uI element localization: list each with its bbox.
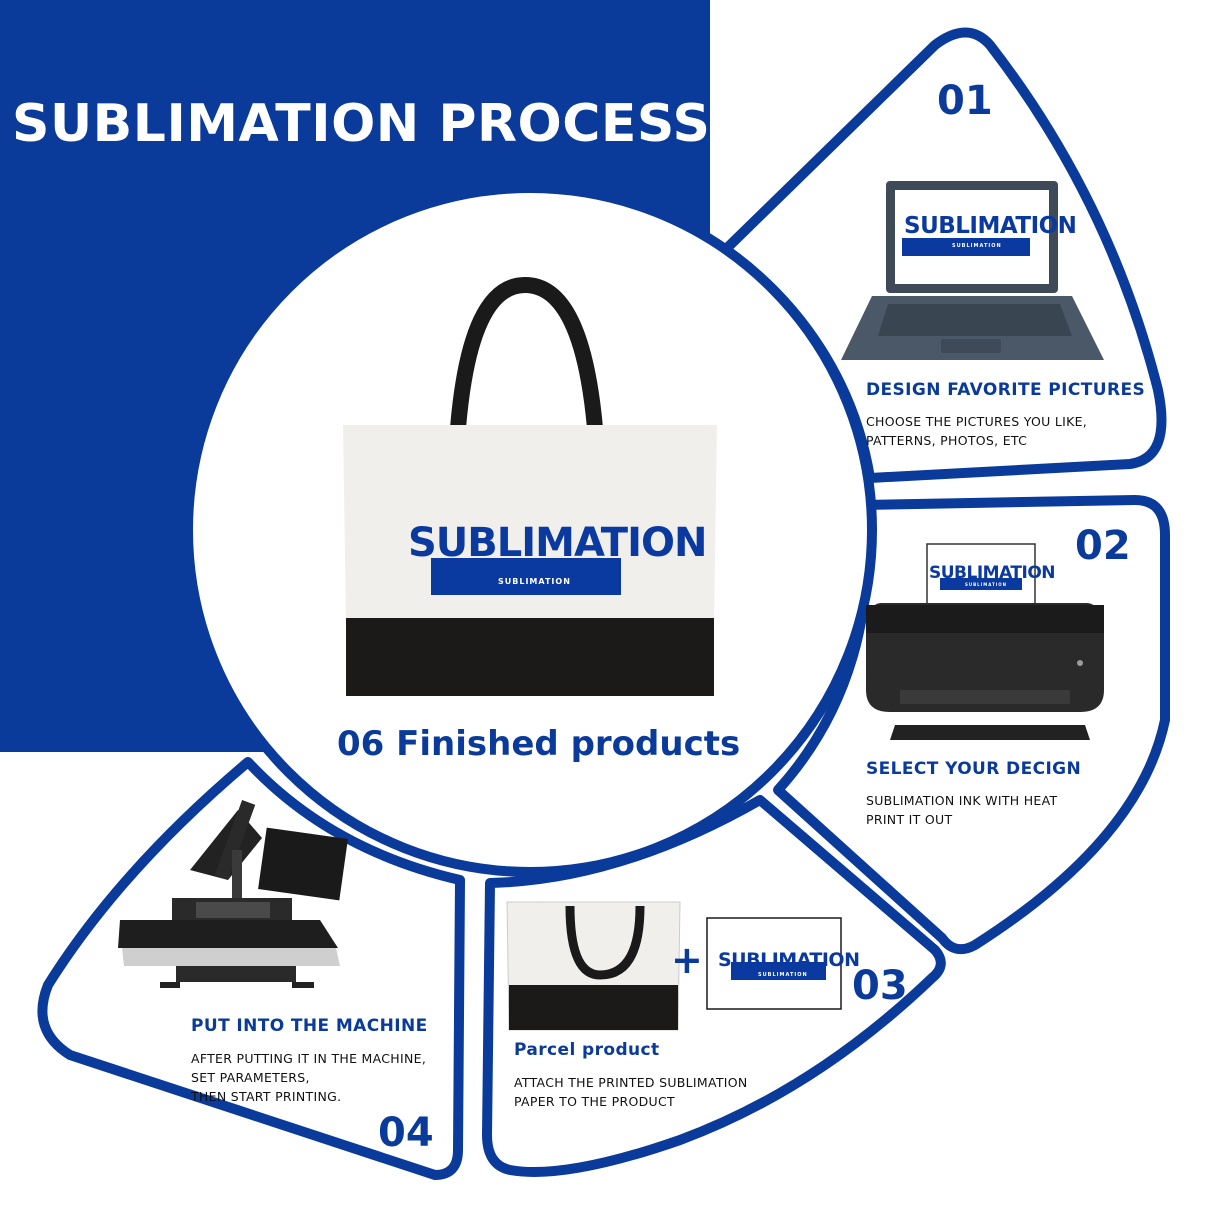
tote-logo-text: SUBLIMATION xyxy=(408,520,707,566)
step-04-heading: PUT INTO THE MACHINE xyxy=(191,1016,428,1036)
step-01-line-1: CHOOSE THE PICTURES YOU LIKE, xyxy=(866,414,1088,429)
heat-press-icon xyxy=(118,800,348,988)
printer-paper-sublogo: SUBLIMATION xyxy=(965,582,1007,587)
laptop-screen-logo: SUBLIMATION xyxy=(904,213,1077,239)
tote-bag-icon xyxy=(343,276,717,696)
center-caption: 06 Finished products xyxy=(337,724,741,764)
printer-paper-logo: SUBLIMATION xyxy=(929,563,1056,583)
step-03-number: 03 xyxy=(852,963,908,1009)
step-03-heading: Parcel product xyxy=(514,1040,660,1060)
step-03-line-1: ATTACH THE PRINTED SUBLIMATION xyxy=(514,1075,748,1090)
laptop-screen-sublogo: SUBLIMATION xyxy=(952,243,1002,249)
page-title: SUBLIMATION PROCESS xyxy=(12,94,711,154)
plus-sign: + xyxy=(671,938,703,982)
step-02-number: 02 xyxy=(1075,523,1131,569)
step-04-number: 04 xyxy=(378,1110,434,1156)
tote-logo-subtext: SUBLIMATION xyxy=(498,577,571,586)
step-02-line-1: SUBLIMATION INK WITH HEAT xyxy=(866,793,1058,808)
paper-sublogo: SUBLIMATION xyxy=(758,972,808,978)
step-03-line-2: PAPER TO THE PRODUCT xyxy=(514,1094,675,1109)
tote-bag-and-paper-icon xyxy=(506,901,842,1031)
tote-logo-bar xyxy=(431,558,621,595)
step-01-heading: DESIGN FAVORITE PICTURES xyxy=(866,380,1146,400)
step-02-line-2: PRINT IT OUT xyxy=(866,812,953,827)
step-01-line-2: PATTERNS, PHOTOS, ETC xyxy=(866,433,1028,448)
laptop-icon xyxy=(841,181,1104,360)
step-04-line-2: SET PARAMETERS, xyxy=(191,1070,310,1085)
step-01-number: 01 xyxy=(937,78,993,124)
paper-logo: SUBLIMATION xyxy=(718,949,860,971)
step-02-heading: SELECT YOUR DECIGN xyxy=(866,759,1082,779)
step-04-line-3: THEN START PRINTING. xyxy=(191,1089,342,1104)
printer-icon xyxy=(866,543,1104,740)
step-04-line-1: AFTER PUTTING IT IN THE MACHINE, xyxy=(191,1051,427,1066)
